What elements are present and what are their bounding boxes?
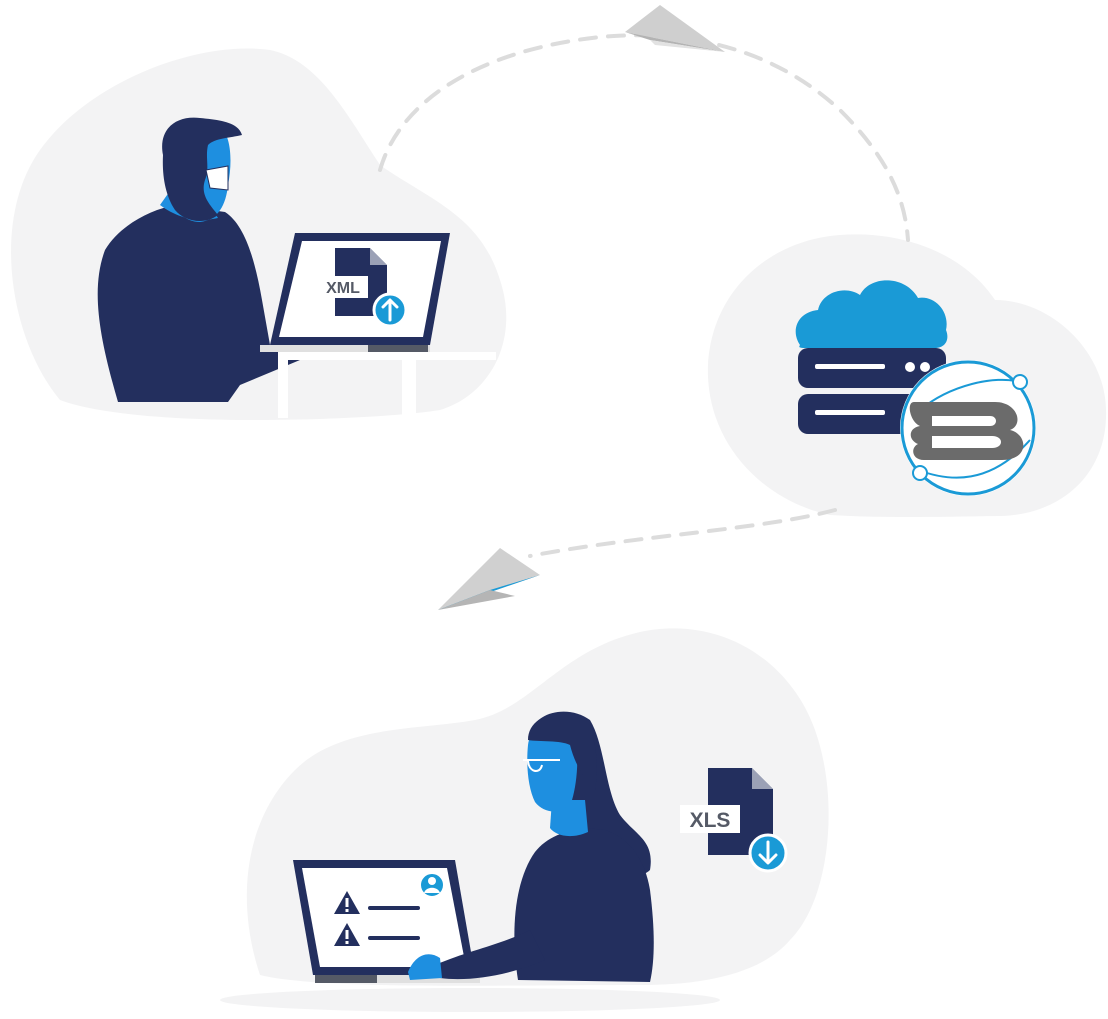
warning-triangle-icon [334, 891, 360, 914]
woman-figure [408, 711, 654, 982]
flight-path-bottom [528, 508, 837, 558]
arrow-up-circle-icon [372, 292, 408, 328]
xml-file-label: XML [326, 280, 360, 297]
xls-file-label: XLS [690, 809, 731, 832]
flight-path-top [378, 33, 910, 242]
xls-file-icon: XLS [680, 768, 773, 855]
paper-plane-icon [438, 548, 540, 610]
alert-line [368, 906, 420, 910]
alert-line [368, 936, 420, 940]
man-figure [97, 117, 342, 402]
xml-file-icon: XML [318, 248, 387, 316]
cloud-icon [795, 280, 948, 348]
user-avatar-icon [419, 872, 445, 898]
paper-plane-icon [625, 5, 725, 52]
floor-shadow-bottom [220, 988, 720, 1012]
arrow-down-circle-icon [748, 833, 788, 873]
b-logo-icon [900, 360, 1036, 496]
warning-triangle-icon [334, 923, 360, 946]
